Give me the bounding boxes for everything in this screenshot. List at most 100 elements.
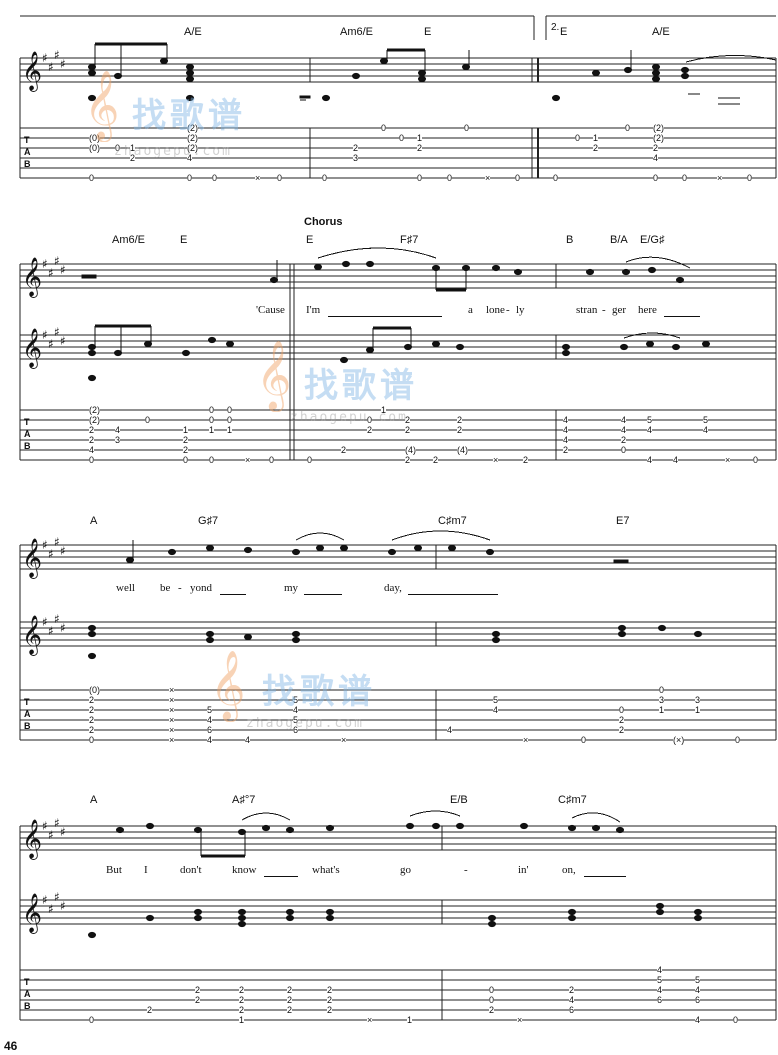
chord-label: E7 xyxy=(616,515,630,527)
chord-label: E xyxy=(306,234,314,246)
tab-fret-number: 4 xyxy=(447,725,453,735)
tab-fret-number: 4 xyxy=(187,153,193,163)
tab-fret-number: (×) xyxy=(673,735,685,745)
tab-fret-number: × xyxy=(493,455,499,465)
tab-fret-number: × xyxy=(717,173,723,183)
chord-label: C♯m7 xyxy=(438,515,467,527)
svg-text:𝄞: 𝄞 xyxy=(22,893,42,934)
tab-fret-number: (2) xyxy=(187,143,198,153)
tab-fret-number: 3 xyxy=(115,435,121,445)
tab-fret-number: 4 xyxy=(695,1015,701,1025)
lyric-syllable: well xyxy=(116,582,135,594)
tab-fret-number: 2 xyxy=(621,435,627,445)
lyric-syllable: on, xyxy=(562,864,576,876)
svg-text:𝄞: 𝄞 xyxy=(22,51,42,92)
tab-fret-number: × xyxy=(725,455,731,465)
svg-text:B: B xyxy=(24,441,31,451)
tab-fret-number: 2 xyxy=(457,415,463,425)
svg-text:♯: ♯ xyxy=(42,538,48,552)
tab-fret-number: (2) xyxy=(653,123,664,133)
chord-label: Am6/E xyxy=(112,234,146,246)
tab-fret-number: 0 xyxy=(227,415,233,425)
tab-fret-number: 2 xyxy=(239,1005,245,1015)
svg-text:♯: ♯ xyxy=(42,893,48,907)
chord-label: A/E xyxy=(184,26,202,38)
tab-fret-number: 0 xyxy=(367,415,373,425)
tab-fret-number: 4 xyxy=(647,425,653,435)
tab-fret-number: 1 xyxy=(695,705,701,715)
tab-fret-number: 0 xyxy=(733,1015,739,1025)
svg-text:♯: ♯ xyxy=(42,328,48,342)
svg-text:♯: ♯ xyxy=(54,325,60,339)
tab-fret-number: 2 xyxy=(457,425,463,435)
svg-text:♯: ♯ xyxy=(42,51,48,65)
lyric-syllable: in' xyxy=(518,864,529,876)
tab-fret-number: 0 xyxy=(489,995,495,1005)
tab-fret-number: 2 xyxy=(417,143,423,153)
svg-text:♯: ♯ xyxy=(48,828,54,842)
tab-fret-number: 2 xyxy=(89,425,95,435)
tab-fret-number: 2 xyxy=(489,1005,495,1015)
tab-fret-number: 5 xyxy=(647,415,653,425)
lyric-extender xyxy=(328,316,442,317)
svg-text:T: T xyxy=(24,135,30,145)
tab-fret-number: 2 xyxy=(367,425,373,435)
lyric-syllable: my xyxy=(284,582,299,594)
tab-fret-number: 6 xyxy=(293,725,299,735)
tab-fret-number: 0 xyxy=(581,735,587,745)
chord-label: A/E xyxy=(652,26,670,38)
tab-fret-number: × xyxy=(485,173,491,183)
tab-fret-number: 0 xyxy=(209,415,215,425)
tab-fret-number: 4 xyxy=(621,415,627,425)
svg-text:♯: ♯ xyxy=(48,60,54,74)
tab-fret-number: 2 xyxy=(327,1005,333,1015)
tab-fret-number: 4 xyxy=(207,715,213,725)
tab-fret-number: 2 xyxy=(353,143,359,153)
tab-fret-number: 1 xyxy=(209,425,215,435)
tab-fret-number: 1 xyxy=(227,425,233,435)
tab-fret-number: × xyxy=(255,173,261,183)
tab-fret-number: 2 xyxy=(653,143,659,153)
tab-fret-number: 0 xyxy=(212,173,218,183)
tab-fret-number: 4 xyxy=(245,735,251,745)
chord-label: E xyxy=(560,26,568,38)
tab-fret-number: 4 xyxy=(621,425,627,435)
tab-fret-number: 0 xyxy=(464,123,470,133)
tab-fret-number: × xyxy=(367,1015,373,1025)
tab-fret-number: 2 xyxy=(523,455,529,465)
svg-text:♯: ♯ xyxy=(60,57,66,71)
tab-fret-number: 2 xyxy=(569,985,575,995)
lyric-syllable: ger xyxy=(612,304,627,316)
tab-fret-number: 2 xyxy=(405,415,411,425)
tab-fret-number: 3 xyxy=(353,153,359,163)
lyric-syllable: lone xyxy=(486,304,505,316)
tab-fret-number: 2 xyxy=(183,445,189,455)
tab-fret-number: × xyxy=(169,735,175,745)
tab-fret-number: 4 xyxy=(89,445,95,455)
tab-fret-number: 0 xyxy=(682,173,688,183)
tab-fret-number: 5 xyxy=(657,975,663,985)
tab-fret-number: 1 xyxy=(130,143,136,153)
tab-fret-number: 4 xyxy=(657,965,663,975)
tab-fret-number: 4 xyxy=(563,415,569,425)
tab-fret-number: 4 xyxy=(293,705,299,715)
chord-label: A♯°7 xyxy=(232,794,256,806)
tab-fret-number: × xyxy=(169,685,175,695)
tab-fret-number: 4 xyxy=(115,425,121,435)
lyric-syllable: But xyxy=(106,864,122,876)
tab-fret-number: 0 xyxy=(115,143,121,153)
lyric-syllable: don't xyxy=(180,864,202,876)
chord-label: B xyxy=(566,234,574,246)
lyric-syllable: 'Cause xyxy=(256,304,285,316)
tab-fret-number: 0 xyxy=(653,173,659,183)
svg-text:♯: ♯ xyxy=(54,254,60,268)
svg-text:B: B xyxy=(24,1001,31,1011)
svg-text:𝄞: 𝄞 xyxy=(22,819,42,860)
svg-text:A: A xyxy=(24,989,31,999)
tab-fret-number: × xyxy=(169,705,175,715)
lyric-syllable: go xyxy=(400,864,411,876)
svg-text:♯: ♯ xyxy=(42,615,48,629)
chord-label: E/G♯ xyxy=(640,234,665,246)
